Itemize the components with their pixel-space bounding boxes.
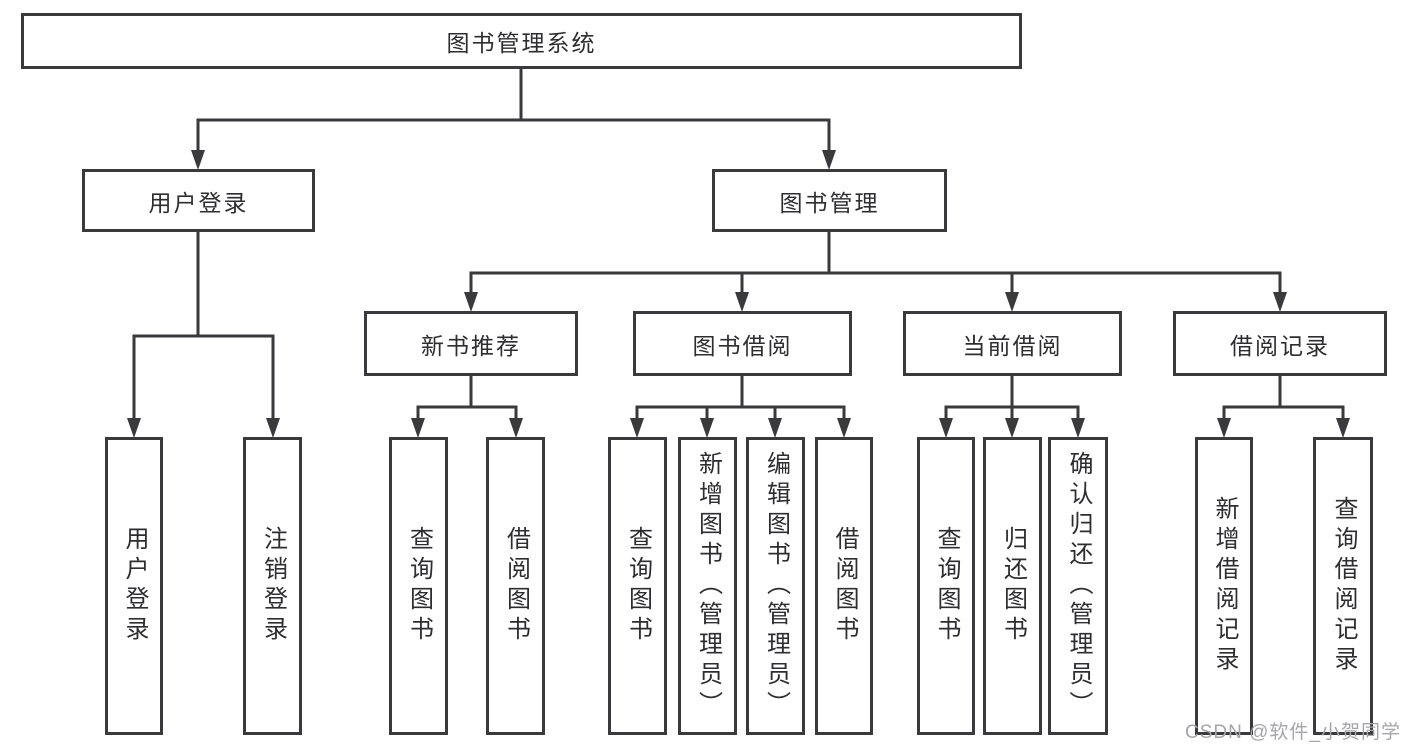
node-label: 图书管理系统 bbox=[446, 30, 597, 56]
leaf-user-login: 用户登录 bbox=[105, 437, 163, 735]
leaf-borrow-books-recommend: 借阅图书 bbox=[486, 437, 545, 735]
arrowheads bbox=[127, 150, 1350, 438]
leaf-label: 查询图书 bbox=[405, 526, 433, 646]
leaf-label: 借阅图书 bbox=[502, 526, 530, 646]
leaf-label: 查询借阅记录 bbox=[1330, 496, 1357, 676]
leaf-label: 新增图书（管理员） bbox=[694, 451, 722, 721]
watermark: CSDN @软件_小贺同学 bbox=[1185, 722, 1401, 743]
leaf-borrow-books: 借阅图书 bbox=[815, 437, 873, 735]
node-label: 新书推荐 bbox=[421, 332, 521, 359]
leaf-label: 编辑图书（管理员） bbox=[762, 451, 790, 721]
leaf-add-borrow-record: 新增借阅记录 bbox=[1195, 437, 1253, 735]
leaf-add-books-admin: 新增图书（管理员） bbox=[678, 437, 737, 735]
leaf-label: 查询图书 bbox=[624, 526, 652, 646]
node-label: 用户登录 bbox=[148, 189, 249, 216]
leaf-label: 借阅图书 bbox=[831, 526, 858, 646]
node-user-login: 用户登录 bbox=[82, 169, 315, 232]
leaf-query-books-borrowing: 查询图书 bbox=[608, 437, 667, 735]
node-book-management: 图书管理 bbox=[712, 169, 947, 232]
node-borrowing-records: 借阅记录 bbox=[1173, 311, 1387, 376]
leaf-query-books-current: 查询图书 bbox=[917, 437, 975, 735]
leaf-confirm-return-admin: 确认归还（管理员） bbox=[1048, 437, 1108, 735]
leaf-return-books: 归还图书 bbox=[983, 437, 1042, 735]
leaf-query-borrow-record: 查询借阅记录 bbox=[1313, 437, 1373, 735]
leaf-edit-books-admin: 编辑图书（管理员） bbox=[746, 437, 805, 735]
leaf-label: 归还图书 bbox=[999, 526, 1027, 646]
node-label: 图书管理 bbox=[779, 189, 880, 216]
node-label: 图书借阅 bbox=[692, 332, 793, 359]
node-book-borrowing: 图书借阅 bbox=[633, 311, 852, 376]
leaf-label: 查询图书 bbox=[933, 526, 960, 646]
leaf-query-books-recommend: 查询图书 bbox=[389, 437, 448, 735]
node-current-borrowing: 当前借阅 bbox=[903, 311, 1122, 376]
node-label: 当前借阅 bbox=[962, 332, 1063, 359]
leaf-label: 确认归还（管理员） bbox=[1065, 451, 1092, 721]
leaf-label: 新增借阅记录 bbox=[1211, 496, 1238, 676]
node-new-book-recommendation: 新书推荐 bbox=[364, 311, 578, 376]
leaf-label: 用户登录 bbox=[121, 526, 148, 646]
node-label: 借阅记录 bbox=[1230, 332, 1330, 359]
leaf-logout: 注销登录 bbox=[243, 437, 302, 735]
node-library-management-system: 图书管理系统 bbox=[21, 13, 1022, 69]
leaf-label: 注销登录 bbox=[259, 526, 287, 646]
